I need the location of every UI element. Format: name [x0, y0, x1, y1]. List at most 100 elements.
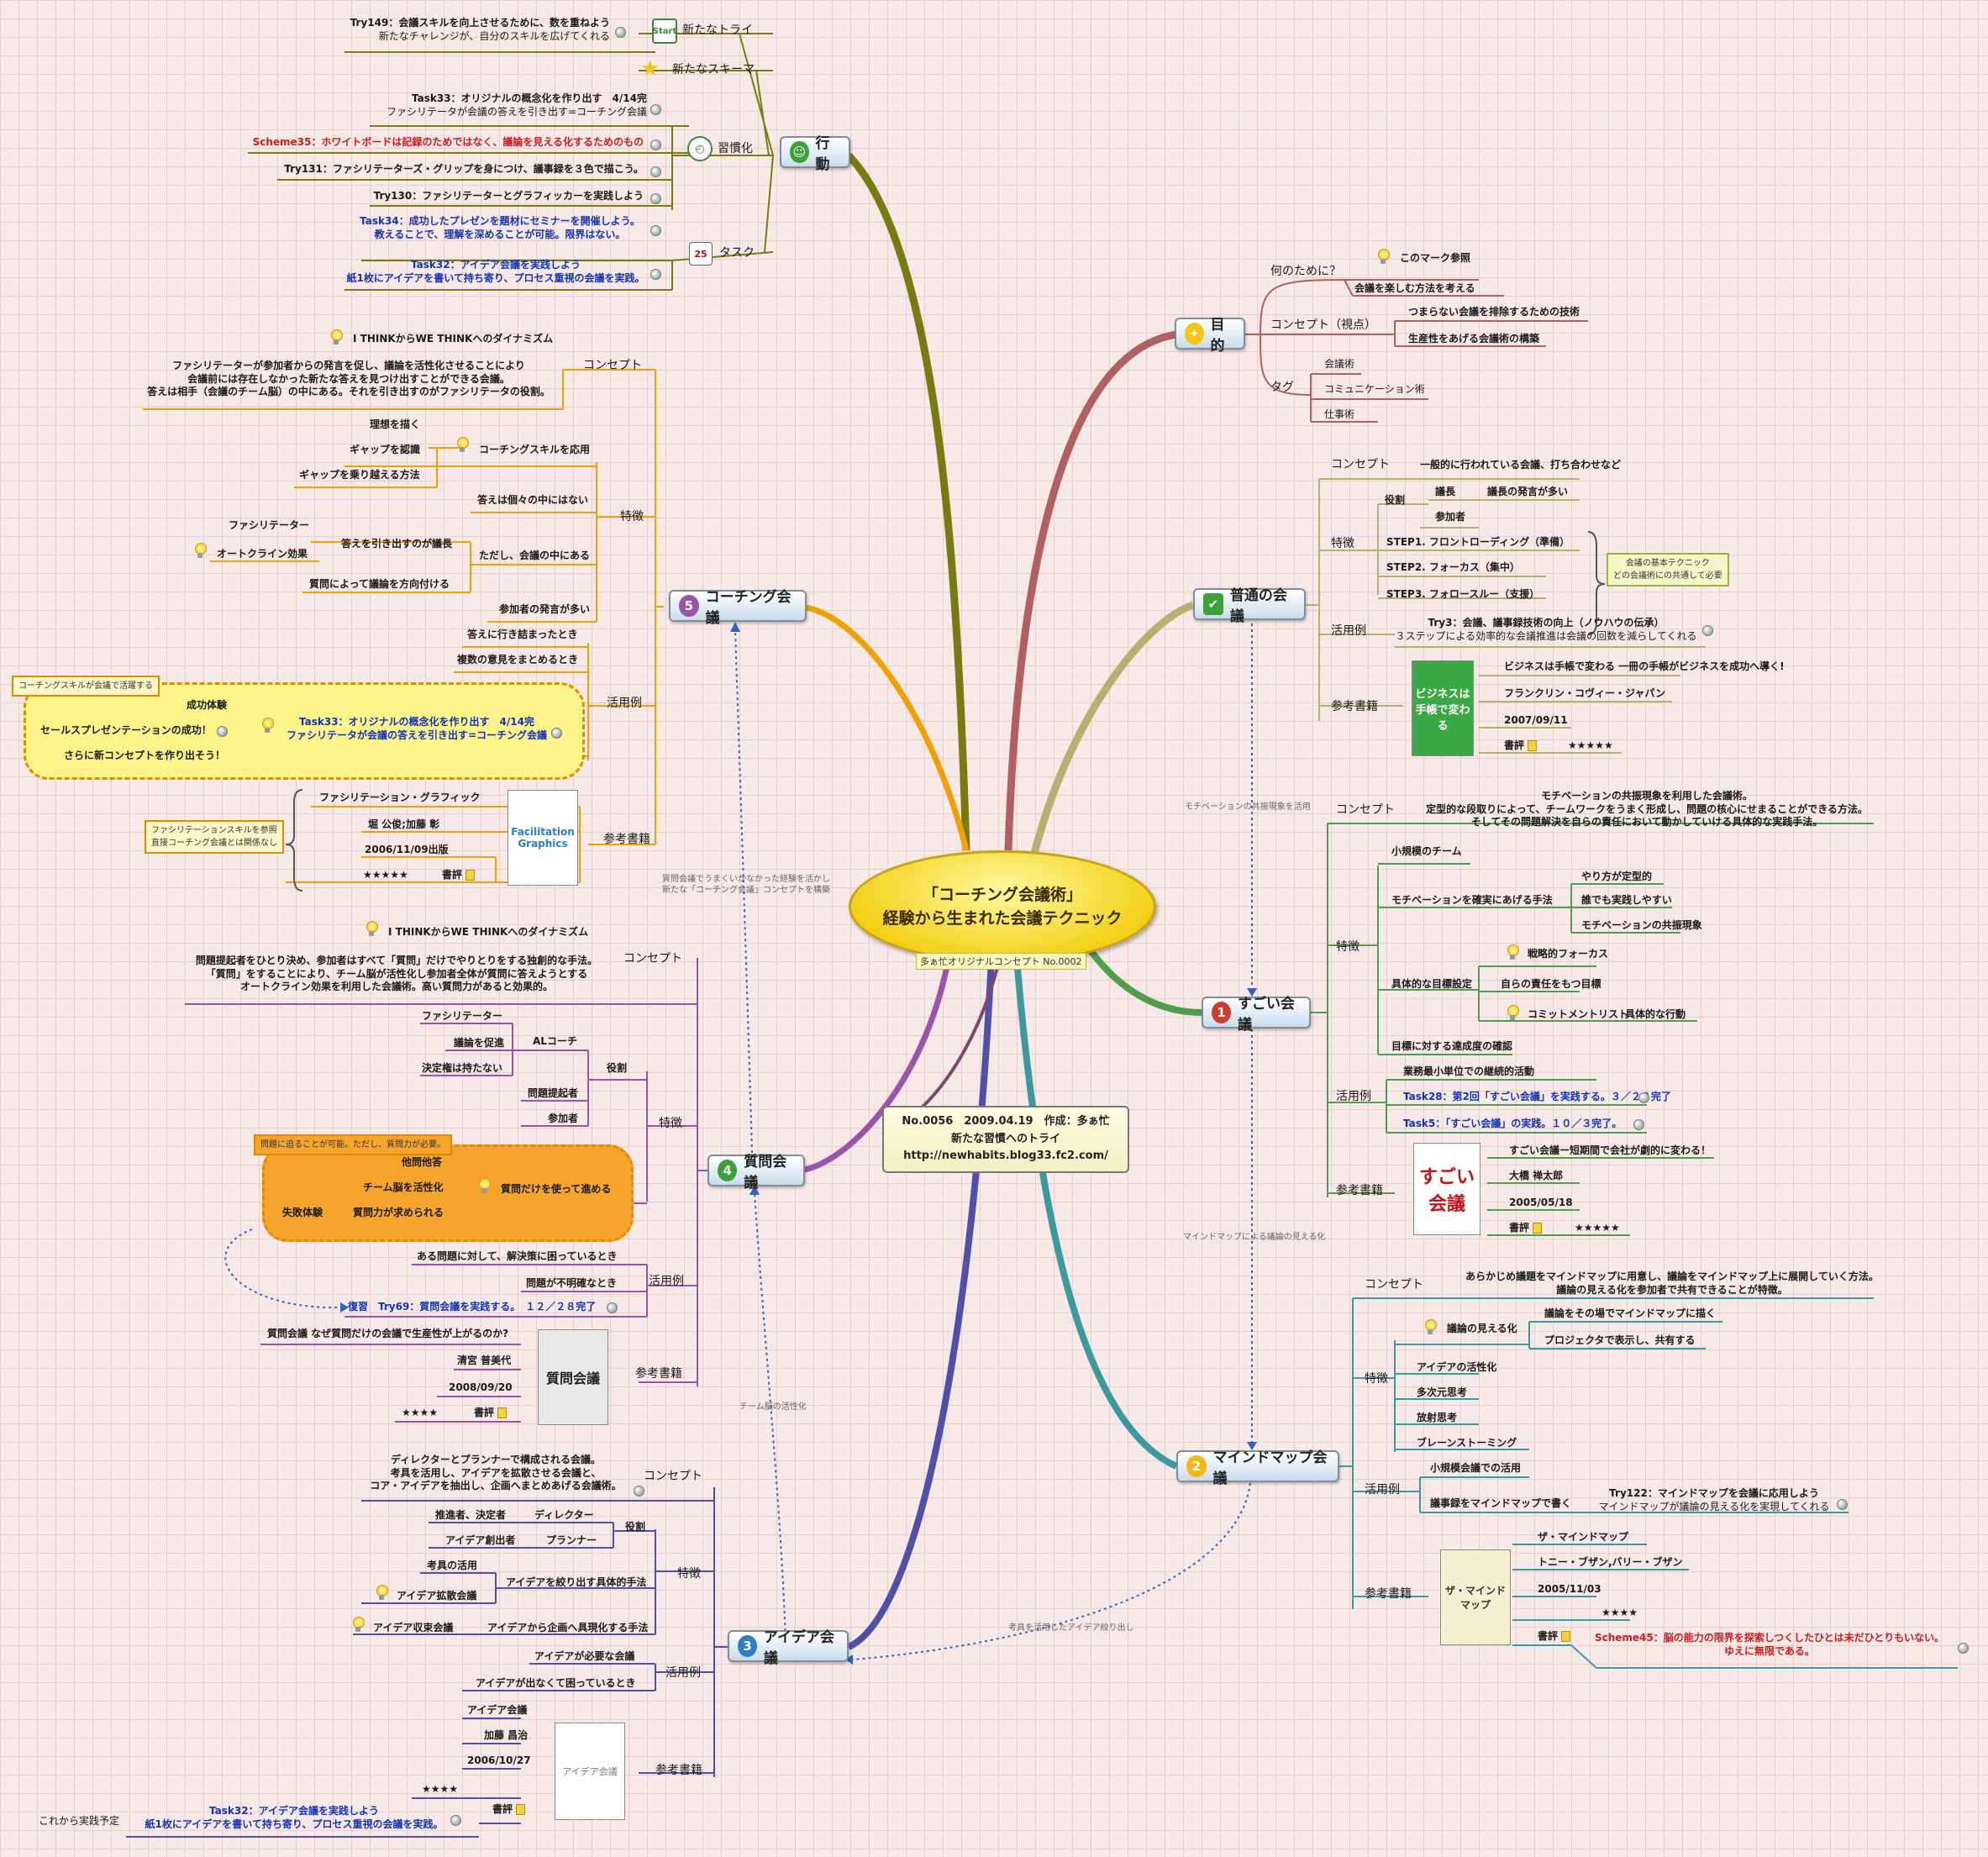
bulb-icon	[455, 437, 469, 454]
link-icon[interactable]	[1638, 1092, 1649, 1103]
link-label-teambrain: チーム脳の活性化	[739, 1402, 807, 1412]
branch-line-purpose	[1004, 330, 1177, 851]
question-book-title: 質問会議 なぜ質問だけの会議で生産性が上がるのか?	[267, 1328, 509, 1339]
link-icon[interactable]	[634, 1486, 644, 1497]
great-goal-1: 戦略的フォーカス	[1528, 948, 1609, 960]
mindmap-use-1: 小規模会議での活用	[1430, 1462, 1522, 1474]
coaching-review: 書評	[442, 869, 476, 882]
question-role-5: 参加者	[548, 1113, 579, 1124]
mindmap-use: 活用例	[1365, 1483, 1400, 1497]
idea-use-1: アイデアが必要な会議	[534, 1650, 635, 1662]
question-role-3: 決定権は持たない	[422, 1062, 503, 1074]
action-try131: Try131：ファシリテーターズ・グリップを身につけ、議事録を３色で描こう。	[284, 163, 644, 175]
coaching-inside: 答えは個々の中にはない	[477, 494, 589, 506]
mindmap-book: 参考書籍	[1365, 1587, 1412, 1601]
number-4-icon: 4	[718, 1160, 738, 1181]
link-label-tools: 考具を活用したアイデア絞り出し	[1008, 1623, 1134, 1633]
question-author: 清宮 普美代	[457, 1355, 512, 1366]
question-q1: 他問他答	[402, 1156, 443, 1168]
purpose-concept-1: つまらない会議を排除するための技術	[1408, 306, 1580, 318]
mindmap-visual-2: プロジェクタで表示し、共有する	[1544, 1334, 1696, 1346]
question-concept: コンセプト	[623, 952, 682, 965]
link-icon[interactable]	[650, 269, 661, 280]
great-confirm: 目標に対する達成度の確認	[1391, 1040, 1513, 1052]
question-role-1: ファシリテーター	[422, 1010, 503, 1022]
question-role: 役割	[607, 1062, 628, 1074]
question-concept-text: 問題提起者をひとり決め、参加者はすべて「質問」だけでやりとりをする独創的な手法。…	[195, 955, 598, 993]
book-cover-image: Facilitation Graphics	[508, 790, 578, 886]
bulb-icon	[260, 718, 274, 734]
number-2-icon: 2	[1186, 1455, 1207, 1477]
memo-icon	[1561, 1631, 1571, 1642]
link-icon[interactable]	[1633, 1119, 1644, 1130]
great-motiv-3: モチベーションの共振現象	[1581, 919, 1702, 931]
purpose-concept: コンセプト（視点）	[1270, 318, 1376, 332]
mindmap-try122[interactable]: Try122：マインドマップを会議に応用しようマインドマップが議論の見える化を実…	[1598, 1487, 1830, 1512]
link-icon[interactable]	[650, 104, 661, 115]
question-think: I THINKからWE THINKへのダイナミズム	[388, 926, 589, 938]
book-cover-image: ザ・マインドマップ	[1440, 1549, 1511, 1645]
bulb-icon	[1376, 249, 1390, 266]
purpose-tag-2: コミュニケーション術	[1324, 383, 1425, 395]
action-try149[interactable]: Try149：会議スキルを向上させるために、数を重ねよう新たなチャレンジが、自分…	[350, 17, 610, 42]
link-icon[interactable]	[217, 726, 228, 737]
question-use-1: ある問題に対して、解決策に困っているとき	[417, 1250, 618, 1262]
coaching-think: I THINKからWE THINKへのダイナミズム	[353, 333, 554, 345]
link-icon[interactable]	[551, 728, 562, 739]
normal-brace-note: 会議の基本テクニックどの会議術にの共通して必要	[1607, 553, 1729, 587]
idea-k3: アイデア収束会議	[373, 1622, 454, 1633]
node-normal[interactable]: ✔普通の会議	[1193, 587, 1306, 625]
idea-review: 書評	[492, 1803, 526, 1817]
mindmap-scheme45: Scheme45：脳の能力の限界を探索しつくしたひとは未だひとりもいない。ゆえに…	[1594, 1632, 1945, 1657]
link-icon[interactable]	[650, 193, 661, 204]
question-q3: 質問だけを使って進める	[501, 1183, 612, 1195]
coaching-use: 活用例	[607, 697, 642, 710]
branch-line-action	[845, 152, 970, 851]
normal-concept: コンセプト	[1331, 458, 1390, 471]
idea-task32[interactable]: Task32：アイデア会議を実践しよう紙1枚にアイデアを書いて持ち寄り、プロセス…	[145, 1805, 444, 1830]
mindmap-concept-text: あらかじめ議題をマインドマップに用意し、議論をマインドマップ上に展開していく方法…	[1465, 1270, 1879, 1296]
coaching-task33[interactable]: Task33：オリジナルの概念化を作り出す 4/14完ファシリテータが会議の答え…	[286, 716, 548, 741]
link-icon[interactable]	[450, 1815, 461, 1826]
link-icon[interactable]	[650, 139, 661, 150]
coaching-concept-text: ファシリテーターが参加者からの発言を促し、議論を活性化させることにより会議前には…	[147, 360, 550, 398]
question-book: 参考書籍	[635, 1367, 682, 1381]
question-q5: 質問力が求められる	[353, 1207, 444, 1218]
node-action[interactable]: ☺行動	[780, 135, 850, 173]
link-icon[interactable]	[1837, 1499, 1848, 1510]
normal-chair: 議長	[1435, 486, 1456, 497]
link-icon[interactable]	[615, 27, 626, 38]
link-icon[interactable]	[1702, 625, 1713, 636]
great-motiv: モチベーションを確実にあげる手法	[1391, 894, 1553, 906]
bulb-icon	[1506, 944, 1519, 961]
coaching-success: 成功体験	[187, 699, 228, 711]
action-task34[interactable]: Task34：成功したプレゼンを題材にセミナーを開催しよう。教えることで、理解を…	[360, 215, 640, 240]
idea-k2: アイデア拡散会議	[397, 1590, 477, 1602]
action-task33[interactable]: Task33：オリジナルの概念化を作り出す 4/14完ファシリテータが会議の答え…	[386, 92, 647, 118]
branch-line-coaching	[797, 603, 970, 851]
memo-icon	[465, 870, 476, 881]
link-icon[interactable]	[1958, 1643, 1969, 1654]
link-icon[interactable]	[607, 1302, 618, 1313]
link-icon[interactable]	[650, 166, 661, 177]
node-purpose[interactable]: ✦目的	[1175, 317, 1245, 355]
normal-try3[interactable]: Try3：会議、議事録技術の向上（ノウハウの伝承）３ステップによる効率的な会議推…	[1395, 617, 1697, 642]
action-task32[interactable]: Task32：アイデア会議を実践しよう紙1枚にアイデアを書いて持ち寄り、プロセス…	[346, 259, 645, 284]
calendar-icon: 25	[689, 242, 713, 266]
info-box[interactable]: No.0056 2009.04.19 作成：多ぁ忙 新たな習慣へのトライ htt…	[882, 1106, 1129, 1173]
purpose-tag-1: 会議術	[1324, 358, 1355, 370]
question-review: 書評	[474, 1407, 508, 1420]
bulb-icon	[375, 1585, 388, 1602]
link-label-motivation: モチベーションの共振現象を活用	[1185, 802, 1311, 812]
great-concept-text: モチベーションの共振現象を利用した会議術。定型的な段取りによって、チームワークを…	[1426, 790, 1868, 829]
mindmap-author: トニー・ブザン,バリー・ブザン	[1538, 1556, 1683, 1568]
coaching-sales: セールスプレゼンテーションの成功！	[40, 724, 212, 736]
link-icon[interactable]	[650, 225, 661, 236]
normal-chair-text: 議長の発言が多い	[1487, 486, 1569, 497]
central-topic[interactable]: 「コーチング会議術」 経験から生まれた会議テクニック	[849, 850, 1156, 963]
